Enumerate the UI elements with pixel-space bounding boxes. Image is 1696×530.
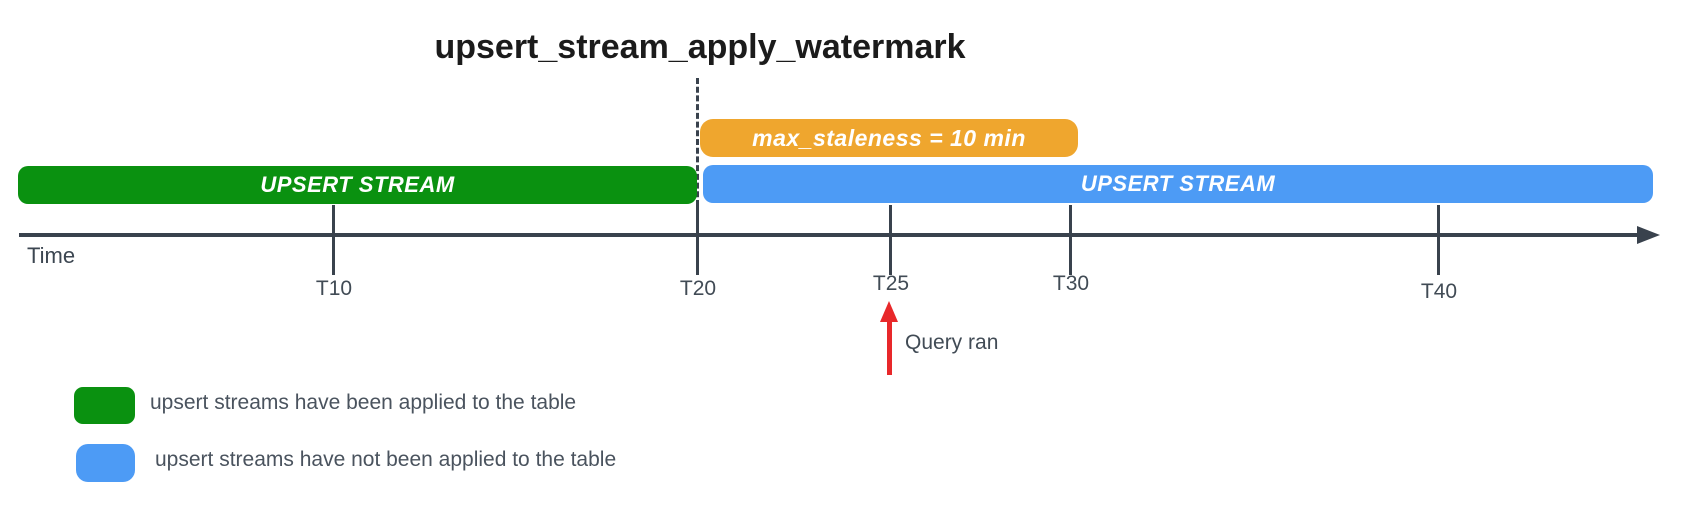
upsert-stream-applied-bar-label: UPSERT STREAM [260, 172, 455, 197]
upsert-stream-not-applied-bar-label: UPSERT STREAM [1080, 171, 1276, 196]
watermark-dashed-line [696, 78, 699, 206]
tick-t10 [332, 205, 335, 275]
tick-label-t10: T10 [315, 277, 353, 300]
legend-swatch-not-applied [76, 444, 135, 482]
tick-label-t40: T40 [1420, 280, 1458, 303]
tick-label-t20: T20 [679, 277, 717, 300]
upsert-stream-applied-bar: UPSERT STREAM [18, 166, 697, 204]
legend-swatch-applied [74, 387, 135, 424]
upsert-stream-not-applied-bar: UPSERT STREAM [703, 165, 1653, 203]
tick-t40 [1437, 205, 1440, 275]
time-axis-line [19, 233, 1639, 237]
time-axis-label: Time [27, 243, 76, 268]
time-axis-arrowhead-icon [1637, 226, 1660, 244]
query-ran-arrow-icon [880, 301, 898, 322]
legend-label-not-applied: upsert streams have not been applied to … [155, 448, 617, 471]
query-ran-arrow-shaft [887, 320, 892, 375]
tick-t20 [696, 205, 699, 275]
max-staleness-bar-label: max_staleness = 10 min [752, 124, 1026, 151]
tick-t25 [889, 205, 892, 275]
tick-label-t30: T30 [1052, 272, 1090, 295]
tick-label-t25: T25 [872, 272, 910, 295]
max-staleness-bar: max_staleness = 10 min [700, 119, 1078, 157]
legend-label-applied: upsert streams have been applied to the … [150, 391, 577, 414]
tick-t30 [1069, 205, 1072, 275]
query-ran-label: Query ran [905, 331, 999, 354]
diagram-title: upsert_stream_apply_watermark [434, 28, 966, 66]
